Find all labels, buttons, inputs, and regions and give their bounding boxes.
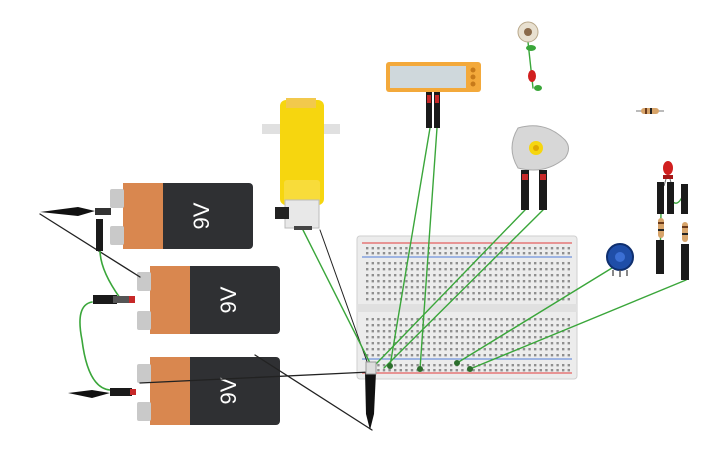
alligator-clip-2[interactable] xyxy=(93,295,135,304)
photoresistor[interactable] xyxy=(517,21,539,43)
alligator-clip-3[interactable] xyxy=(68,388,136,398)
alligator-clip-4[interactable] xyxy=(365,361,377,430)
battery-3-label: 9V xyxy=(216,377,241,404)
battery-2[interactable]: 9V xyxy=(137,266,280,334)
gear-motor[interactable] xyxy=(262,98,340,230)
alligator-clip-1[interactable] xyxy=(40,207,111,251)
breadboard[interactable] xyxy=(356,235,578,380)
resistor-top[interactable] xyxy=(636,108,664,114)
battery-2-label: 9V xyxy=(216,286,241,313)
battery-1[interactable]: 9V xyxy=(110,183,253,249)
pin-headers-right xyxy=(656,182,689,280)
dc-motor[interactable] xyxy=(511,125,569,210)
red-led-top[interactable] xyxy=(526,45,542,91)
lcd-display[interactable] xyxy=(386,62,481,128)
resistor-right-1[interactable] xyxy=(658,218,664,238)
resistor-right-2[interactable] xyxy=(682,222,688,242)
breadboard-holes xyxy=(366,247,570,372)
potentiometer[interactable] xyxy=(606,243,634,277)
battery-3[interactable]: 9V xyxy=(137,357,280,425)
battery-1-label: 9V xyxy=(189,202,214,229)
